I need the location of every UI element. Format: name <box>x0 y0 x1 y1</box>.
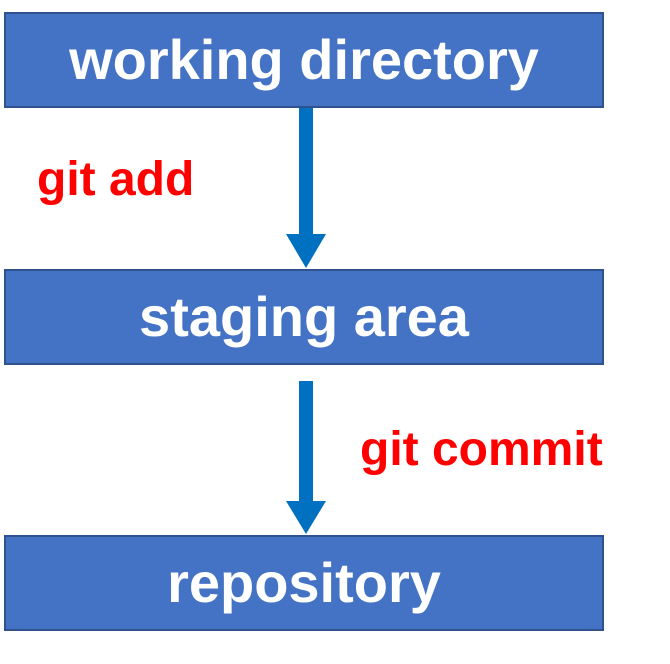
arrow-add-shaft <box>299 108 313 236</box>
node-working-directory-label: working directory <box>69 28 539 91</box>
arrow-commit <box>286 381 326 534</box>
arrow-add-head <box>286 234 326 268</box>
node-staging-area-label: staging area <box>139 285 469 348</box>
edge-label-git-add: git add <box>37 153 195 206</box>
arrow-commit-shaft <box>299 381 313 503</box>
node-repository-label: repository <box>167 551 441 614</box>
edge-label-git-commit: git commit <box>360 423 603 476</box>
arrow-commit-head <box>286 501 326 534</box>
arrow-add <box>286 108 326 268</box>
node-working-directory: working directory <box>4 12 604 108</box>
node-repository: repository <box>4 535 604 631</box>
node-staging-area: staging area <box>4 269 604 365</box>
